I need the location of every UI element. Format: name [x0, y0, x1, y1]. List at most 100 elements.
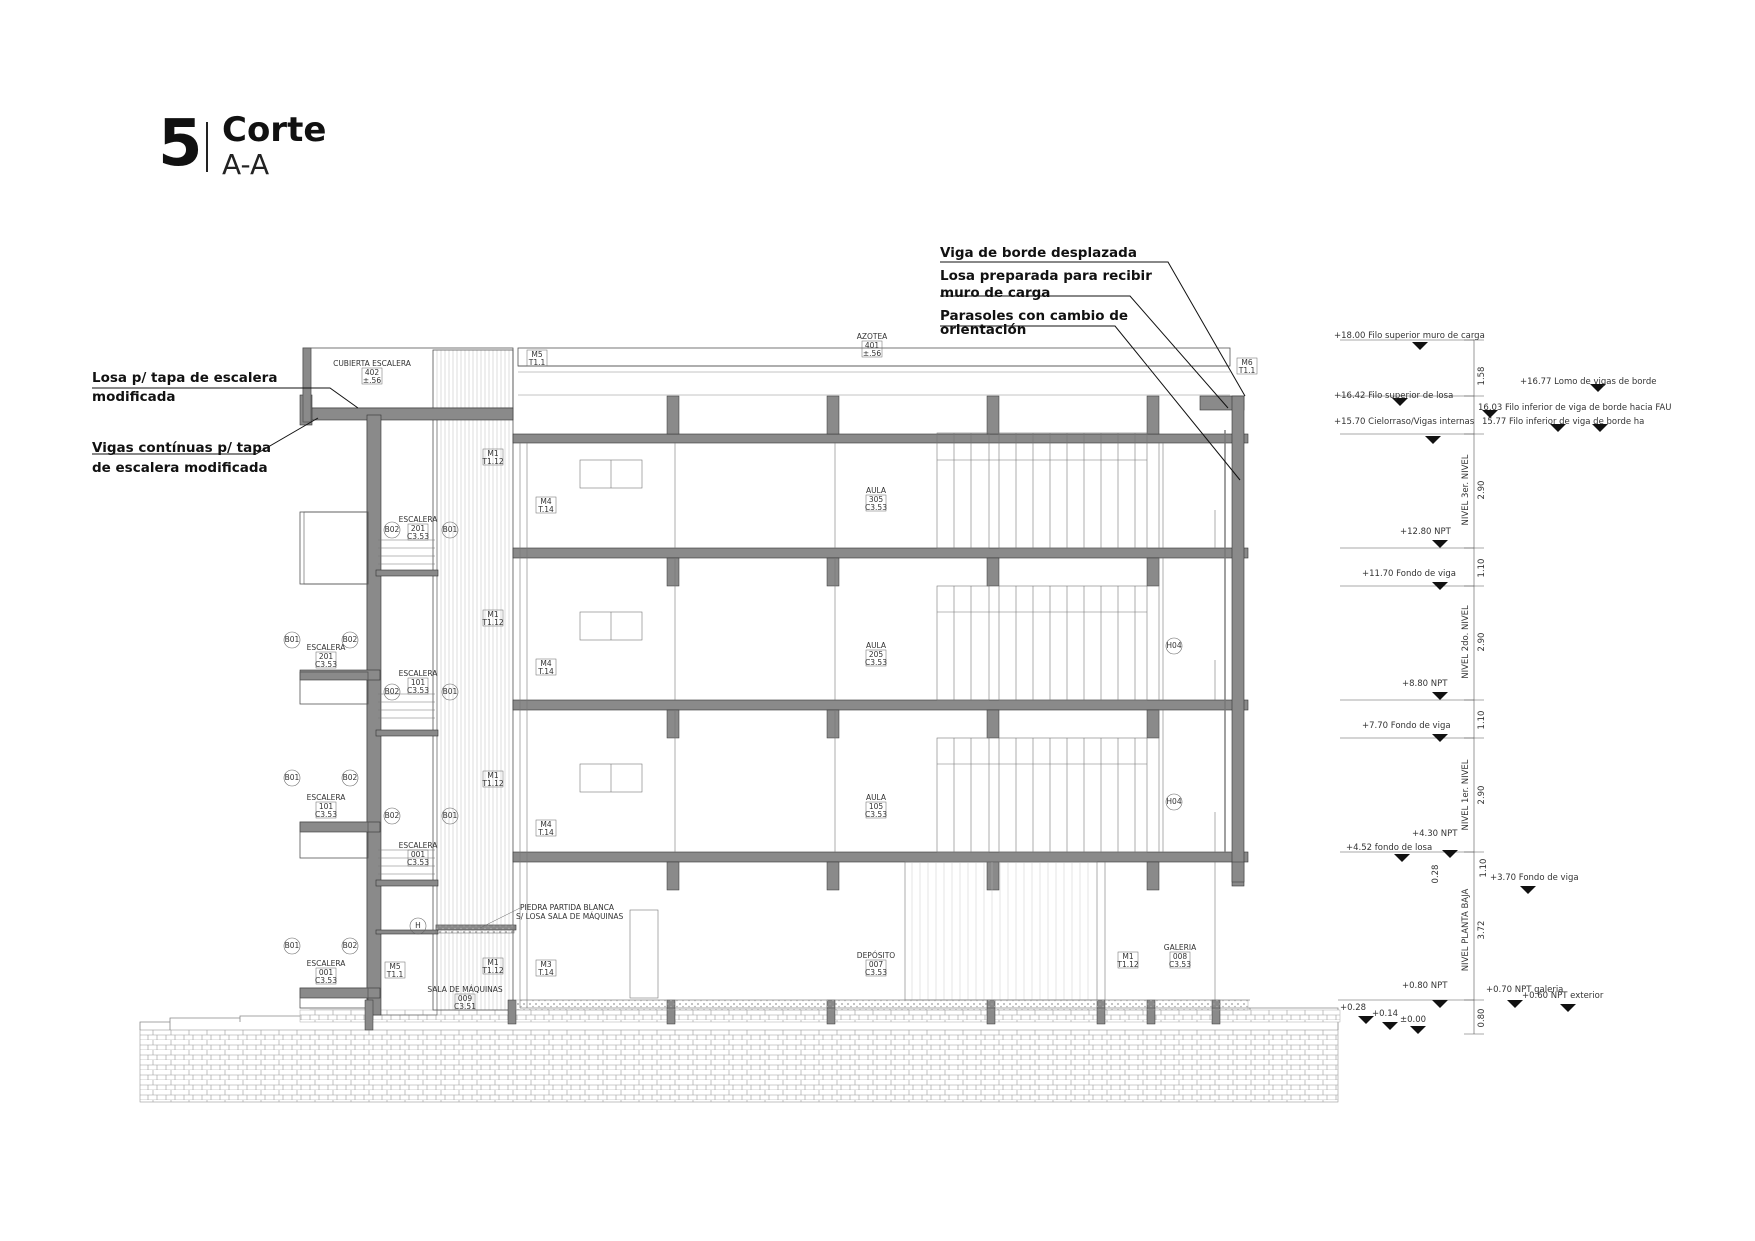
tag-deposito-number: 007 — [869, 960, 884, 969]
level-name-pb: NIVEL PLANTA BAJA — [1461, 889, 1471, 972]
tag-escL101-number: 101 — [319, 802, 334, 811]
tag-esc201-name: ESCALERA — [399, 669, 439, 678]
tag-azotea-name: AZOTEA — [857, 332, 888, 341]
tag-escL001-number: 001 — [319, 968, 334, 977]
tag-piedra-line2: S/ LOSA SALA DE MÁQUINAS — [516, 912, 624, 921]
tag-deposito-name: DEPÓSITO — [857, 951, 895, 960]
tag-sala-maquinas: SALA DE MÁQUINAS 009 C3.51 — [427, 985, 503, 1011]
m1-sub-galeria: T1.12 — [1116, 960, 1139, 969]
h04-tag-b — [1165, 793, 1183, 811]
b02-tag-d — [341, 769, 359, 787]
level-430: +4.30 NPT — [1412, 829, 1458, 839]
m3-sub: T.14 — [537, 968, 554, 977]
b02-tag-f — [341, 937, 359, 955]
dim-110-3: 1.10 — [1477, 559, 1487, 578]
level-060: +0.60 NPT exterior — [1522, 991, 1604, 1001]
tag-escalera-left-201: ESCALERA 201 C3.53 — [307, 643, 347, 669]
b-tag-labels: B02 B01 B01 B02 B02 B01 B01 B02 B02 B01 … — [285, 525, 1182, 950]
annotation-losa-preparada-2: muro de carga — [940, 285, 1050, 301]
tag-aula-105-name: AULA — [866, 793, 887, 802]
m1-label-2: M1 — [487, 610, 498, 619]
m5-label-top: M5 — [531, 350, 542, 359]
m1-label-0: M1 — [487, 958, 498, 967]
b03-tag-c — [383, 683, 401, 701]
dim-290-3: 2.90 — [1477, 481, 1487, 500]
b01-tag-f — [283, 937, 301, 955]
m1-sub-3: T1.12 — [481, 457, 504, 466]
tag-esc301-height: C3.53 — [407, 532, 429, 541]
level-000: ±0.00 — [1400, 1015, 1426, 1025]
level-070: +0.70 NPT galeria — [1486, 985, 1563, 995]
tag-escL001-height: C3.53 — [315, 976, 337, 985]
tag-cubierta-name: CUBIERTA ESCALERA — [333, 359, 412, 368]
m4-sub-2: T.14 — [537, 667, 554, 676]
tag-piedra: PIEDRA PARTIDA BLANCA S/ LOSA SALA DE MÁ… — [479, 903, 624, 929]
b02-label-c: B02 — [385, 687, 400, 696]
m5-label: M5 — [389, 962, 400, 971]
tag-deposito-height: C3.53 — [865, 968, 887, 977]
tag-escalera-301: ESCALERA 201 C3.53 — [399, 515, 439, 541]
m1-label-galeria: M1 — [1122, 952, 1133, 961]
annotation-vigas-2: de escalera modificada — [92, 460, 268, 476]
annotation-viga-borde: Viga de borde desplazada — [940, 245, 1137, 261]
m-tags: M5 T1.1 M6 T1.1 M1 T1.12 M1 T1.12 M1 T1.… — [384, 349, 1258, 979]
m1-label-1: M1 — [487, 771, 498, 780]
m5-sub-top: T1.1 — [528, 358, 546, 367]
level-452: +4.52 fondo de losa — [1346, 843, 1432, 853]
b01-label-b: B01 — [285, 635, 300, 644]
drawing-subtitle: A-A — [222, 148, 270, 181]
tag-galeria-name: GALERIA — [1164, 943, 1197, 952]
tag-aula-305: AULA 305 C3.53 — [865, 486, 887, 512]
level-080: +0.80 NPT — [1402, 981, 1448, 991]
m6-label: M6 — [1241, 358, 1252, 367]
b02-label-e: B02 — [385, 811, 400, 820]
tag-escL201-height: C3.53 — [315, 660, 337, 669]
b01-tag-e — [441, 807, 459, 825]
tag-esc301-name: ESCALERA — [399, 515, 439, 524]
drawing-title: Corte — [222, 110, 327, 150]
tag-esc301-number: 201 — [411, 524, 426, 533]
level-014: +0.14 — [1372, 1009, 1398, 1019]
annotation-losa-preparada-1: Losa preparada para recibir — [940, 268, 1152, 284]
b01-label-a: B01 — [443, 525, 458, 534]
tag-cubierta-number: 402 — [365, 368, 380, 377]
b01-tag-b — [283, 631, 301, 649]
m6-sub: T1.1 — [1238, 366, 1256, 375]
h04-label-a: H04 — [1166, 641, 1181, 650]
level-1603: 16.03 Filo inferior de viga de borde hac… — [1478, 403, 1671, 413]
vertical-dimensions: 1.58 2.90 1.10 2.90 1.10 2.90 3.72 0.80 … — [1431, 367, 1489, 1028]
tag-esc001-name: ESCALERA — [399, 841, 439, 850]
tag-aula-305-number: 305 — [869, 495, 884, 504]
tag-galeria-number: 008 — [1173, 952, 1188, 961]
tag-escL201-number: 201 — [319, 652, 334, 661]
tag-escL001-name: ESCALERA — [307, 959, 347, 968]
b02-tag-b — [341, 631, 359, 649]
tag-aula-305-name: AULA — [866, 486, 887, 495]
tag-aula-105-number: 105 — [869, 802, 884, 811]
tag-esc001-number: 001 — [411, 850, 426, 859]
ground-soil — [139, 1007, 1341, 1103]
m4-sub-1: T.14 — [537, 828, 554, 837]
b01-tag-d — [283, 769, 301, 787]
tag-aula-105: AULA 105 C3.53 — [865, 793, 887, 819]
b02-tag-a — [383, 521, 401, 539]
tag-galeria-height: C3.53 — [1169, 960, 1191, 969]
level-028: +0.28 — [1340, 1003, 1366, 1013]
m4-label-3: M4 — [540, 497, 551, 506]
b02-label-f: B02 — [343, 941, 358, 950]
annotation-parasoles-1: Parasoles con cambio de — [940, 308, 1128, 324]
b03-tag-e — [383, 807, 401, 825]
level-name-2: NIVEL 2do. NIVEL — [1461, 605, 1471, 679]
tag-maquinas-height: C3.51 — [454, 1002, 476, 1011]
m5-sub: T1.1 — [386, 970, 404, 979]
h-label: H — [415, 921, 421, 930]
m1-sub-1: T1.12 — [481, 779, 504, 788]
b02-label-d: B02 — [343, 773, 358, 782]
m1-sub-0: T1.12 — [481, 966, 504, 975]
tag-aula-305-height: C3.53 — [865, 503, 887, 512]
tag-escL201-name: ESCALERA — [307, 643, 347, 652]
b02-label-a: B02 — [385, 525, 400, 534]
m1-label-3: M1 — [487, 449, 498, 458]
